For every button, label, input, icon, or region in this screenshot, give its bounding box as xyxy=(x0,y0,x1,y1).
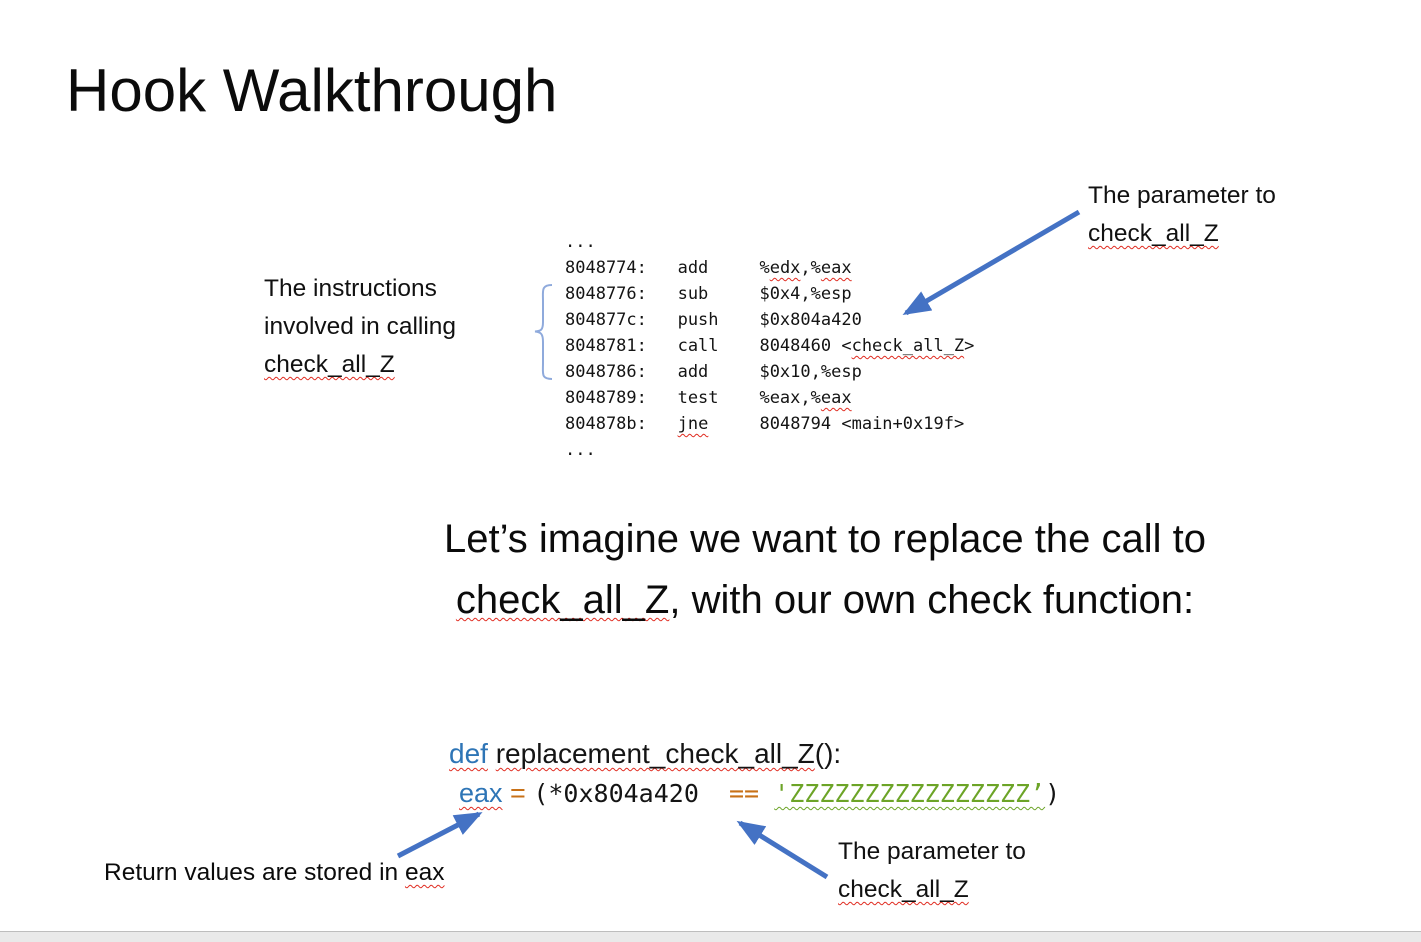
statement-line2-rest: , with our own check function: xyxy=(669,578,1195,622)
param-bottom-line2: check_all_Z xyxy=(838,876,969,903)
param-bottom-line1: The parameter to xyxy=(838,838,1026,865)
statement-line2-highlight: check_all_Z xyxy=(455,578,670,622)
slide-title: Hook Walkthrough xyxy=(66,57,558,124)
code-segment: 8048781: call 8048460 < xyxy=(565,336,852,356)
param-bottom-label: The parameter to check_all_Z xyxy=(838,833,1026,909)
code-segment: (*0x804a420 xyxy=(533,779,699,808)
return-values-label: Return values are stored in eax xyxy=(104,859,444,887)
code-segment: 8048774: add % xyxy=(565,258,770,278)
window-bottom-strip xyxy=(0,931,1421,942)
code-segment: def xyxy=(449,738,488,769)
code-segment: (): xyxy=(814,738,842,769)
return-values-prefix: Return values are stored in xyxy=(104,859,405,886)
statement-line2: check_all_Z, with our own check function… xyxy=(330,570,1320,631)
asm-line: ... xyxy=(565,437,974,463)
asm-line: 804878b: jne 8048794 <main+0x19f> xyxy=(565,411,974,437)
arrow-return-eax-icon xyxy=(396,811,483,859)
code-segment: replacement_check_all_Z xyxy=(495,738,815,769)
asm-line: 804877c: push $0x804a420 xyxy=(565,307,974,333)
brace-icon xyxy=(534,284,553,380)
code-segment: = xyxy=(502,778,534,808)
asm-line: 8048781: call 8048460 <check_all_Z> xyxy=(565,333,974,359)
return-values-highlight: eax xyxy=(404,859,445,886)
param-top-label: The parameter to check_all_Z xyxy=(1088,177,1276,253)
code-segment: eax xyxy=(459,778,503,808)
asm-line: 8048789: test %eax,%eax xyxy=(565,385,974,411)
instructions-label-line1: The instructions xyxy=(264,275,437,302)
code-def-line: def replacement_check_all_Z(): xyxy=(449,738,841,770)
code-segment: ... xyxy=(565,232,596,252)
asm-line: ... xyxy=(565,229,974,255)
code-segment xyxy=(488,738,496,769)
code-segment: 8048776: sub $0x4,%esp xyxy=(565,284,852,304)
instructions-label-line3: check_all_Z xyxy=(264,351,395,378)
code-segment: eax xyxy=(820,258,852,278)
statement-text: Let’s imagine we want to replace the cal… xyxy=(330,509,1320,631)
code-segment: 'ZZZZZZZZZZZZZZZZ’ xyxy=(774,779,1046,808)
code-segment: ) xyxy=(1045,779,1061,808)
asm-line: 8048776: sub $0x4,%esp xyxy=(565,281,974,307)
arrow-param-bottom-icon xyxy=(736,820,829,880)
instructions-label: The instructions involved in calling che… xyxy=(264,270,456,384)
code-segment: 8048794 <main+0x19f> xyxy=(708,414,965,434)
code-segment: jne xyxy=(677,414,709,434)
asm-line: 8048774: add %edx,%eax xyxy=(565,255,974,281)
code-segment: > xyxy=(964,336,975,356)
asm-line: 8048786: add $0x10,%esp xyxy=(565,359,974,385)
code-segment: == xyxy=(698,779,775,808)
param-top-line2: check_all_Z xyxy=(1088,220,1219,247)
code-segment: 8048789: test %eax,% xyxy=(565,388,821,408)
statement-line1: Let’s imagine we want to replace the cal… xyxy=(444,517,1206,561)
code-segment: 804877c: push $0x804a420 xyxy=(565,310,862,330)
code-segment: ,% xyxy=(800,258,821,278)
code-segment: ... xyxy=(565,440,596,460)
instructions-label-line2: involved in calling xyxy=(264,313,457,340)
param-top-line1: The parameter to xyxy=(1088,182,1276,209)
code-segment: 804878b: xyxy=(565,414,678,434)
code-segment: check_all_Z xyxy=(851,336,965,356)
code-body-line: eax = (*0x804a420 == 'ZZZZZZZZZZZZZZZZ’) xyxy=(459,778,1060,809)
code-segment: 8048786: add $0x10,%esp xyxy=(565,362,862,382)
code-segment: eax xyxy=(820,388,852,408)
code-segment: edx xyxy=(769,258,801,278)
